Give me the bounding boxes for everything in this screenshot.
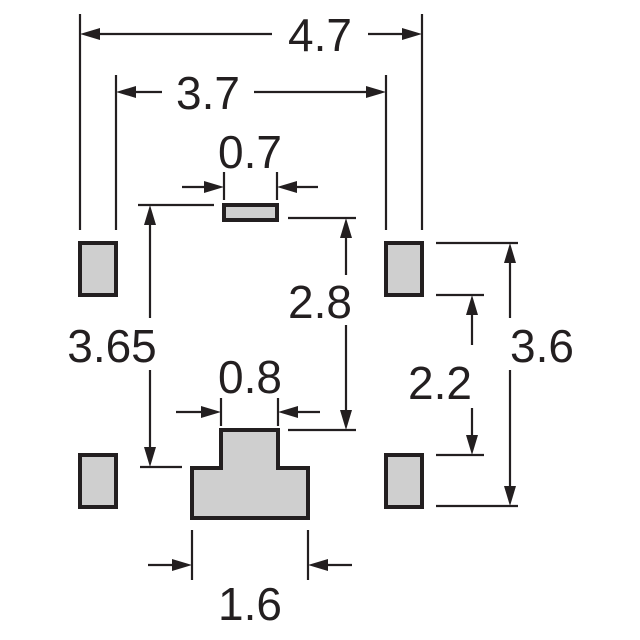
pad-top-left [78,241,118,297]
arrow-3-6-bottom [504,486,516,506]
arrow-1-6-right [308,559,328,571]
arrow-3-7-right [366,86,386,98]
dimension-label-4-7: 4.7 [288,9,352,61]
dimension-label-0-7: 0.7 [218,126,282,178]
dimension-label-1-6: 1.6 [218,578,282,630]
dimension-label-3-7: 3.7 [176,67,240,119]
arrow-0-7-right [277,181,297,193]
arrow-3-7-left [116,86,136,98]
dimension-label-0-8: 0.8 [218,351,282,403]
arrow-4-7-left [80,28,100,40]
arrow-3-65-top [144,205,156,225]
arrow-0-8-left [201,406,221,418]
dimension-label-3-6: 3.6 [510,320,574,372]
arrow-4-7-right [402,28,422,40]
pad-bottom-right [384,453,424,509]
arrow-3-65-bottom [144,447,156,467]
arrow-3-6-top [504,243,516,263]
top-slot-pad [222,203,279,222]
arrow-0-7-left [204,181,224,193]
dimension-label-3-65: 3.65 [67,320,157,372]
center-pad [190,428,310,520]
dimension-label-2-2: 2.2 [408,357,472,409]
arrow-2-8-bottom [340,410,352,430]
arrow-2-2-top [466,295,478,315]
pad-top-right [384,241,424,297]
arrow-2-2-bottom [466,435,478,455]
pad-bottom-left [78,453,118,509]
dimension-label-2-8: 2.8 [288,276,352,328]
arrow-0-8-right [278,406,298,418]
arrow-2-8-top [340,218,352,238]
arrow-1-6-left [172,559,192,571]
